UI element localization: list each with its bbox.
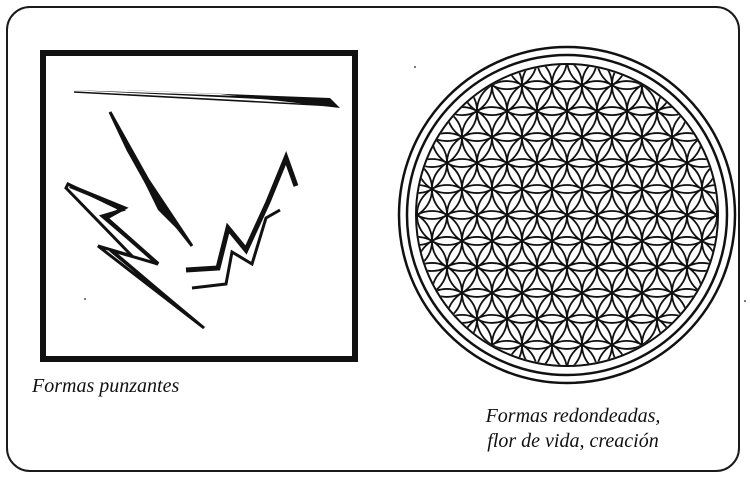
sliver-line xyxy=(73,91,337,107)
petal-circle xyxy=(476,339,538,365)
caption-round-line-1: Formas redondeadas, xyxy=(485,405,661,427)
petal-circle xyxy=(536,339,598,365)
lightning-line xyxy=(185,151,299,273)
zigzag-shape xyxy=(64,182,205,330)
petal-circle xyxy=(596,339,658,365)
flower-clip-ring xyxy=(415,63,719,367)
petal-circle xyxy=(701,158,717,220)
caption-sharp-shapes: Formas punzantes xyxy=(32,375,180,397)
scan-speck xyxy=(414,66,416,68)
sliver-shape xyxy=(66,88,340,108)
petal-circle xyxy=(671,158,717,220)
zigzag-line xyxy=(69,184,160,266)
petal-circle xyxy=(656,236,717,298)
petal-circle xyxy=(596,65,658,91)
petal-circle xyxy=(566,65,628,91)
petal-circle xyxy=(686,184,717,246)
scan-speck xyxy=(84,298,86,300)
sharp-shapes-drawing xyxy=(40,50,358,362)
flower-petals xyxy=(417,65,717,365)
sliver-shape xyxy=(70,90,280,100)
sharp-shapes-border xyxy=(40,50,358,362)
scan-speck xyxy=(744,300,746,302)
caption-round-line-2: flor de vida, creación xyxy=(487,430,659,452)
petal-circle xyxy=(536,65,598,91)
petal-circle xyxy=(566,339,628,365)
petal-circle xyxy=(701,210,717,272)
lightning-line xyxy=(191,208,281,290)
petal-circle xyxy=(686,236,717,298)
flower-of-life-icon xyxy=(397,45,737,385)
flower-outer-ring xyxy=(397,45,737,385)
petal-circle xyxy=(476,65,538,91)
petal-circle xyxy=(686,132,717,194)
petal-circle xyxy=(506,65,568,91)
petal-circle xyxy=(417,184,448,246)
caption-round-shapes: Formas redondeadas, flor de vida, creaci… xyxy=(448,404,698,454)
petal-circle xyxy=(716,184,717,246)
petal-circle xyxy=(671,210,717,272)
zigzag-line xyxy=(111,249,205,329)
petal-circle xyxy=(656,184,717,246)
spike-shape xyxy=(108,111,194,247)
flower-inner-ring xyxy=(405,53,729,377)
petal-circle xyxy=(506,339,568,365)
petal-circle xyxy=(656,132,717,194)
petal-circle xyxy=(417,184,418,246)
